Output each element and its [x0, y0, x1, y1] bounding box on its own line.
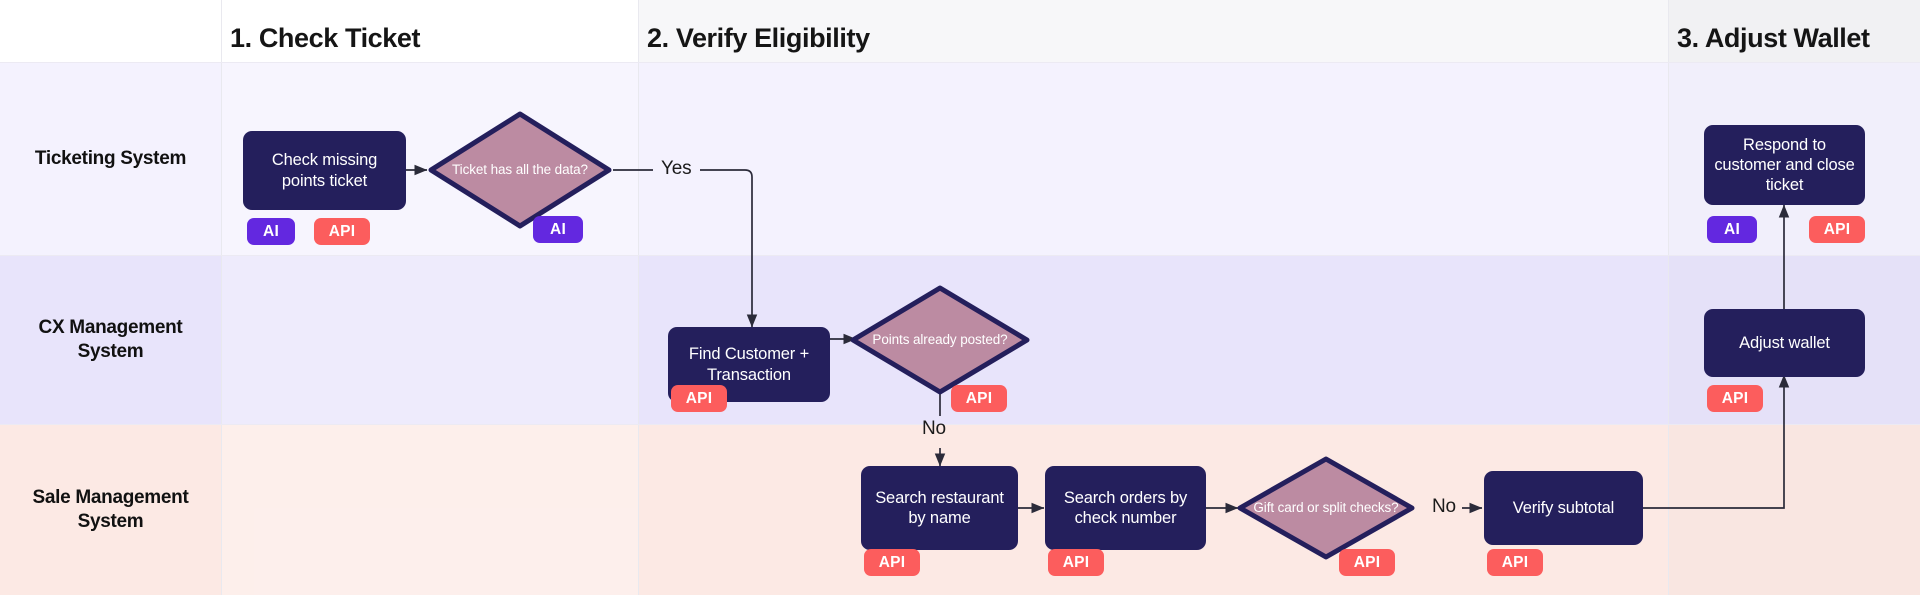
column-header-adjust-wallet: 3. Adjust Wallet: [1668, 0, 1920, 62]
grid-hline-header: [0, 62, 1920, 63]
node-verify-subtotal[interactable]: Verify subtotal: [1484, 471, 1643, 545]
decision-points-already-posted[interactable]: Points already posted?: [849, 284, 1031, 396]
lane-label-ticketing: Ticketing System: [0, 62, 221, 255]
chip-api-points-already-posted[interactable]: API: [951, 385, 1007, 412]
column-header-label: 3. Adjust Wallet: [1677, 23, 1870, 53]
column-header-verify-eligibility: 2. Verify Eligibility: [638, 0, 1668, 62]
chip-api-gift-card-or-split-checks[interactable]: API: [1339, 549, 1395, 576]
chip-api-search-restaurant-by-name[interactable]: API: [864, 549, 920, 576]
lane-label-sale: Sale Management System: [0, 424, 221, 595]
chip-api-verify-subtotal[interactable]: API: [1487, 549, 1543, 576]
lane-label-cx: CX Management System: [0, 255, 221, 424]
node-adjust-wallet[interactable]: Adjust wallet: [1704, 309, 1865, 377]
lane-label-text: Sale Management System: [32, 486, 189, 532]
lane-label-text: CX Management System: [38, 316, 183, 362]
lane-label-text: Ticketing System: [34, 147, 187, 169]
chip-ai-respond-to-customer[interactable]: AI: [1707, 216, 1757, 243]
decision-gift-card-or-split-checks[interactable]: Gift card or split checks?: [1236, 455, 1416, 561]
node-check-missing-points-ticket[interactable]: Check missing points ticket: [243, 131, 406, 210]
decision-ticket-has-all-data[interactable]: Ticket has all the data?: [427, 110, 613, 230]
grid-vline-2: [638, 0, 639, 595]
chip-ai-ticket-has-all-data[interactable]: AI: [533, 216, 583, 243]
grid-vline-1: [221, 0, 222, 595]
node-search-orders-by-check-number[interactable]: Search orders by check number: [1045, 466, 1206, 550]
chip-api-find-customer-transaction[interactable]: API: [671, 385, 727, 412]
column-header-check-ticket: 1. Check Ticket: [221, 0, 638, 62]
grid-hline-lane2: [0, 424, 1920, 425]
chip-ai-check-missing-points-ticket[interactable]: AI: [247, 218, 295, 245]
grid-hline-lane1: [0, 255, 1920, 256]
edge-label-no-giftcard: No: [1432, 496, 1456, 517]
node-search-restaurant-by-name[interactable]: Search restaurant by name: [861, 466, 1018, 550]
header-corner-cell: [0, 0, 221, 62]
edge-label-yes: Yes: [661, 158, 692, 179]
column-header-label: 1. Check Ticket: [230, 23, 421, 53]
chip-api-search-orders-by-check-number[interactable]: API: [1048, 549, 1104, 576]
chip-api-adjust-wallet[interactable]: API: [1707, 385, 1763, 412]
chip-api-respond-to-customer[interactable]: API: [1809, 216, 1865, 243]
grid-vline-3: [1668, 0, 1669, 595]
node-respond-to-customer-close-ticket[interactable]: Respond to customer and close ticket: [1704, 125, 1865, 205]
edge-label-no-points: No: [922, 418, 946, 439]
chip-api-check-missing-points-ticket[interactable]: API: [314, 218, 370, 245]
column-header-label: 2. Verify Eligibility: [647, 23, 870, 53]
